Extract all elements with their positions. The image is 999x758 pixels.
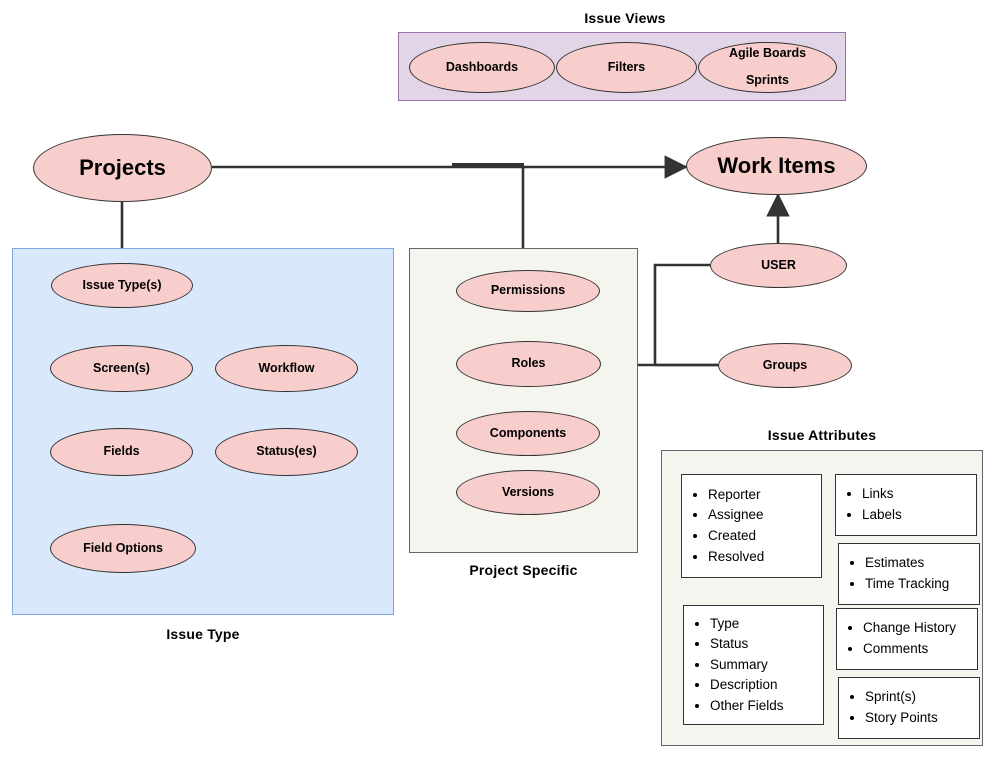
attribute-item: Description <box>710 675 784 696</box>
group-title-project-specific: Project Specific <box>469 562 578 578</box>
entity-statuses[interactable]: Status(es) <box>215 428 358 476</box>
attribute-item: Change History <box>863 618 956 639</box>
entity-permissions[interactable]: Permissions <box>456 270 600 312</box>
entity-versions[interactable]: Versions <box>456 470 600 515</box>
attribute-item: Type <box>710 614 784 635</box>
attribute-list-agile: Sprint(s)Story Points <box>839 687 938 728</box>
entity-dashboards[interactable]: Dashboards <box>409 42 555 93</box>
entity-field-options[interactable]: Field Options <box>50 524 196 573</box>
entity-components[interactable]: Components <box>456 411 600 456</box>
entity-issue-types[interactable]: Issue Type(s) <box>51 263 193 308</box>
attribute-item: Time Tracking <box>865 574 949 595</box>
attribute-list-people: ReporterAssigneeCreatedResolved <box>682 485 764 567</box>
attribute-list-time: EstimatesTime Tracking <box>839 553 949 594</box>
attribute-item: Sprint(s) <box>865 687 938 708</box>
attribute-item: Estimates <box>865 553 949 574</box>
group-title-issue-attributes: Issue Attributes <box>767 427 877 443</box>
attribute-card-people[interactable]: ReporterAssigneeCreatedResolved <box>681 474 822 578</box>
attribute-card-time[interactable]: EstimatesTime Tracking <box>838 543 980 605</box>
attribute-item: Links <box>862 484 902 505</box>
group-title-issue-views: Issue Views <box>584 10 666 26</box>
entity-user[interactable]: USER <box>710 243 847 288</box>
attribute-item: Other Fields <box>710 696 784 717</box>
attribute-card-links[interactable]: LinksLabels <box>835 474 977 536</box>
attribute-list-links: LinksLabels <box>836 484 902 525</box>
attribute-item: Created <box>708 526 764 547</box>
attribute-item: Status <box>710 634 784 655</box>
group-title-issue-type: Issue Type <box>166 626 240 642</box>
entity-roles[interactable]: Roles <box>456 341 601 387</box>
attribute-card-core[interactable]: TypeStatusSummaryDescriptionOther Fields <box>683 605 824 725</box>
entity-screens[interactable]: Screen(s) <box>50 345 193 392</box>
entity-filters[interactable]: Filters <box>556 42 697 93</box>
entity-groups[interactable]: Groups <box>718 343 852 388</box>
attribute-list-core: TypeStatusSummaryDescriptionOther Fields <box>684 614 784 717</box>
entity-work-items[interactable]: Work Items <box>686 137 867 195</box>
attribute-card-activity[interactable]: Change HistoryComments <box>836 608 978 670</box>
attribute-item: Labels <box>862 505 902 526</box>
attribute-list-activity: Change HistoryComments <box>837 618 956 659</box>
attribute-card-agile[interactable]: Sprint(s)Story Points <box>838 677 980 739</box>
attribute-item: Resolved <box>708 547 764 568</box>
entity-agile-boards-sprints[interactable]: Agile Boards Sprints <box>698 42 837 93</box>
attribute-item: Story Points <box>865 708 938 729</box>
entity-projects[interactable]: Projects <box>33 134 212 202</box>
entity-workflow[interactable]: Workflow <box>215 345 358 392</box>
attribute-item: Assignee <box>708 505 764 526</box>
entity-fields[interactable]: Fields <box>50 428 193 476</box>
agile-sprints-line2: Sprints <box>745 73 790 88</box>
attribute-item: Reporter <box>708 485 764 506</box>
attribute-item: Comments <box>863 639 956 660</box>
attribute-item: Summary <box>710 655 784 676</box>
agile-boards-line1: Agile Boards <box>728 46 807 61</box>
